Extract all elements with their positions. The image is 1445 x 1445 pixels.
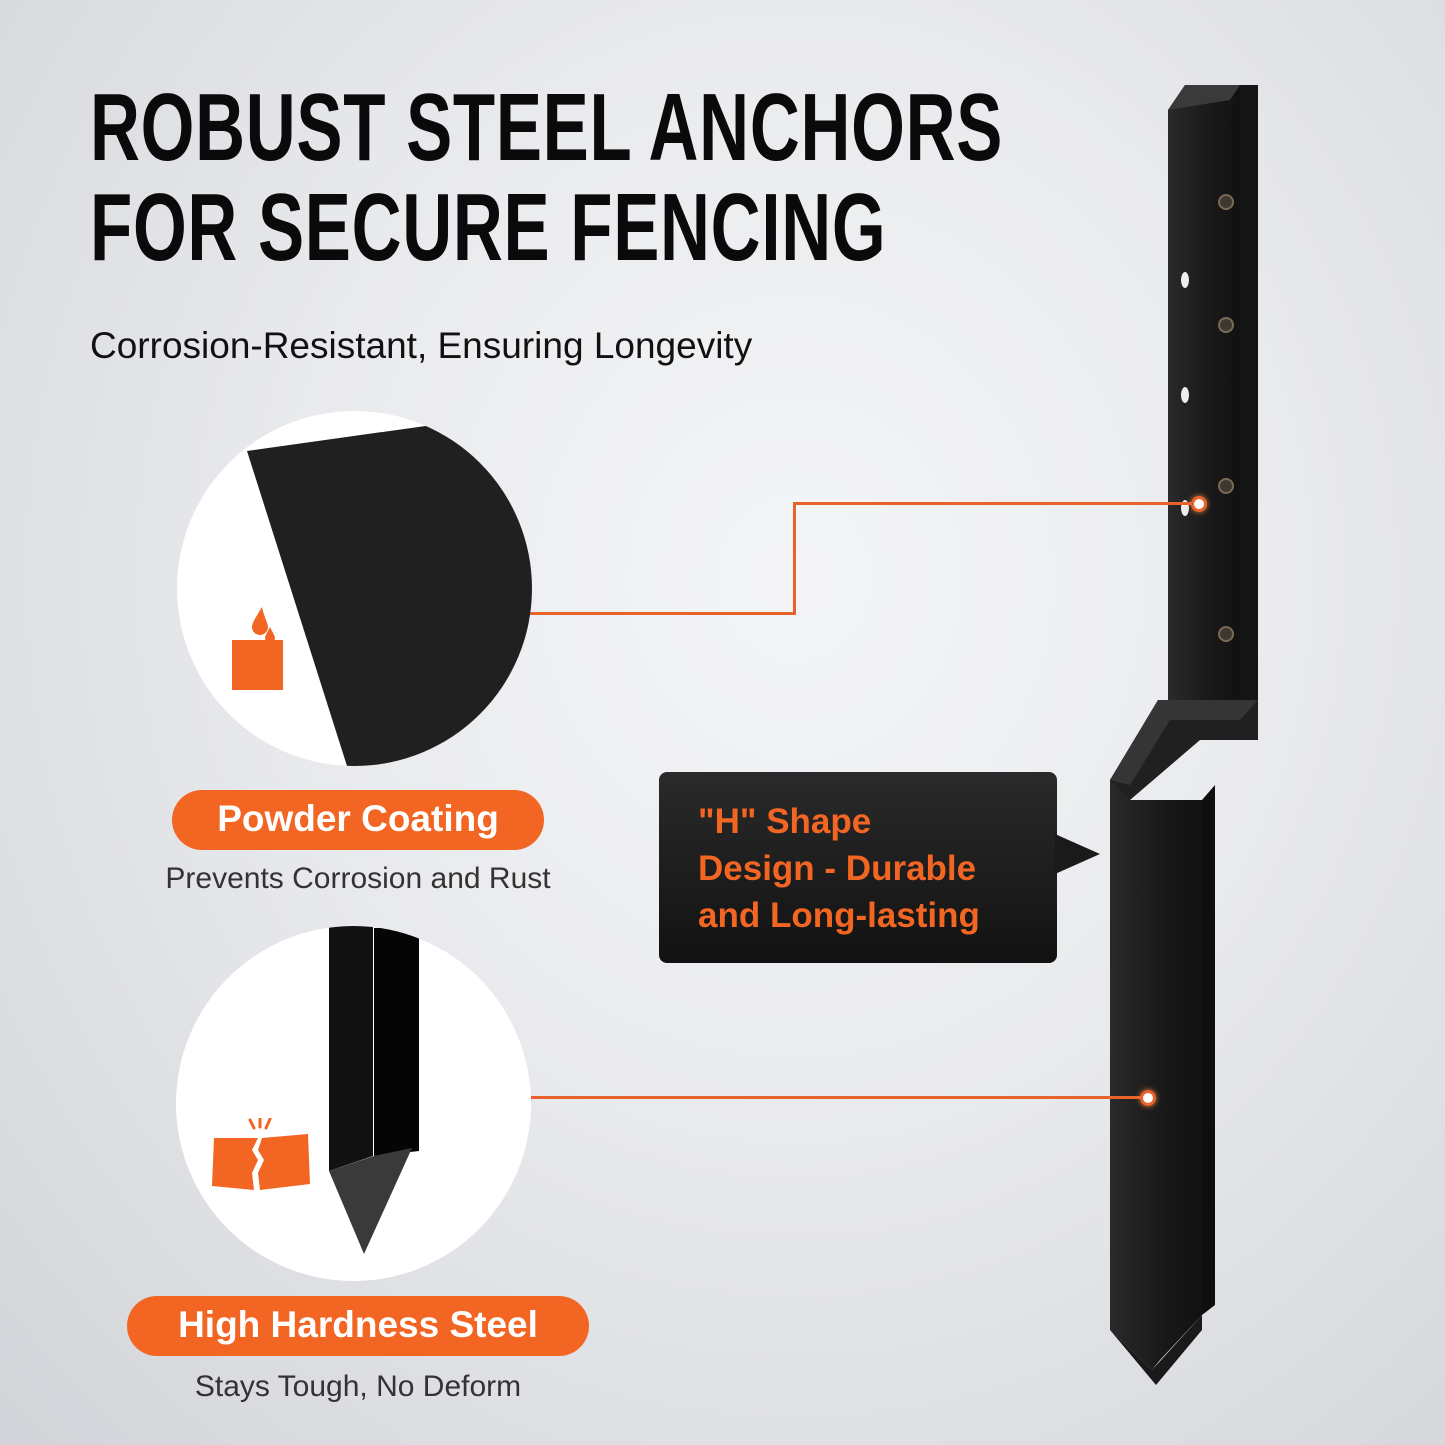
feature-caption: Stays Tough, No Deform xyxy=(194,1370,522,1403)
callout-line-2: Design - Durable xyxy=(698,849,977,888)
headline-line-2: FOR SECURE FENCING xyxy=(90,174,887,281)
melting-drop-icon xyxy=(232,607,283,690)
connector-dot-coating xyxy=(1191,496,1207,512)
callout-line-3: and Long-lasting xyxy=(698,896,980,935)
callout-text: "H" Shape Design - Durable and Long-last… xyxy=(698,798,980,939)
page-title: ROBUST STEEL ANCHORS FOR SECURE FENCING xyxy=(90,78,1003,278)
connector-dot-hardness xyxy=(1140,1090,1156,1106)
feature-badge-high-hardness-steel: High Hardness Steel xyxy=(127,1296,589,1356)
feature-title: High Hardness Steel xyxy=(178,1304,538,1345)
fence-anchor-product-image xyxy=(1110,85,1258,1385)
feature-caption: Prevents Corrosion and Rust xyxy=(165,862,551,895)
feature-title: Powder Coating xyxy=(217,798,499,839)
connector-line-hardness xyxy=(531,1096,1143,1099)
feature-badge-powder-coating: Powder Coating xyxy=(172,790,544,850)
headline-line-1: ROBUST STEEL ANCHORS xyxy=(90,74,1004,181)
h-shape-callout xyxy=(659,772,1057,963)
cracked-block-icon xyxy=(212,1118,310,1190)
callout-pointer xyxy=(1055,834,1100,874)
connector-line-coating-h1 xyxy=(530,612,796,615)
connector-line-coating-h2 xyxy=(793,502,1193,505)
powder-coating-closeup xyxy=(177,411,532,766)
callout-line-1: "H" Shape xyxy=(698,802,872,841)
connector-line-coating-v xyxy=(793,502,796,615)
coated-surface-texture xyxy=(247,411,532,766)
subtitle: Corrosion-Resistant, Ensuring Longevity xyxy=(90,325,753,366)
stake-tip-image xyxy=(329,926,419,1254)
steel-tip-closeup xyxy=(176,926,531,1281)
